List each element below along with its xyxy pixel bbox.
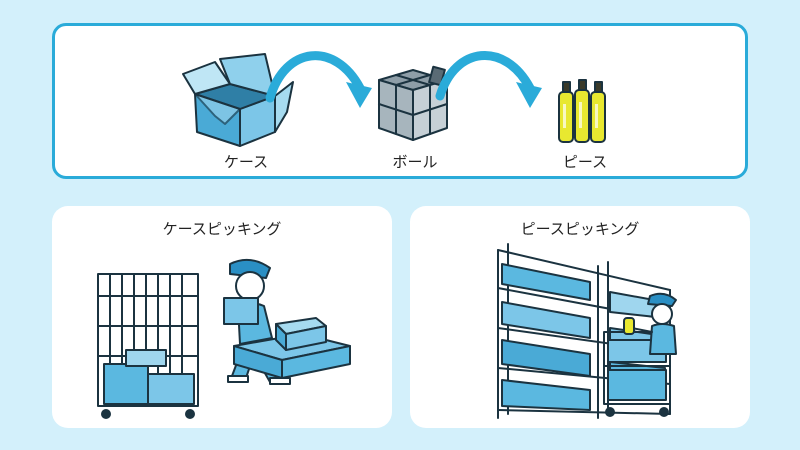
cardboard-case-icon: [182, 53, 294, 147]
piece-picking-title: ピースピッキング: [520, 220, 640, 238]
worker-picking-piece-illustration: [623, 292, 677, 355]
piece-label: ピース: [562, 153, 608, 171]
case-label: ケース: [223, 153, 269, 171]
roll-cage-cart-illustration: [97, 273, 199, 419]
ball-label: ボール: [392, 153, 438, 171]
flow-arrow-1: [265, 51, 372, 108]
pallet-cases-illustration: [233, 317, 351, 379]
flow-panel: ケース ボール ピース: [52, 23, 748, 179]
case-picking-panel: ケースピッキング: [52, 206, 392, 428]
case-picking-title: ケースピッキング: [162, 220, 282, 238]
flow-arrow-2: [435, 50, 542, 108]
bottle-pieces-icon: [558, 79, 606, 143]
piece-picking-panel: ピースピッキング: [410, 206, 750, 428]
